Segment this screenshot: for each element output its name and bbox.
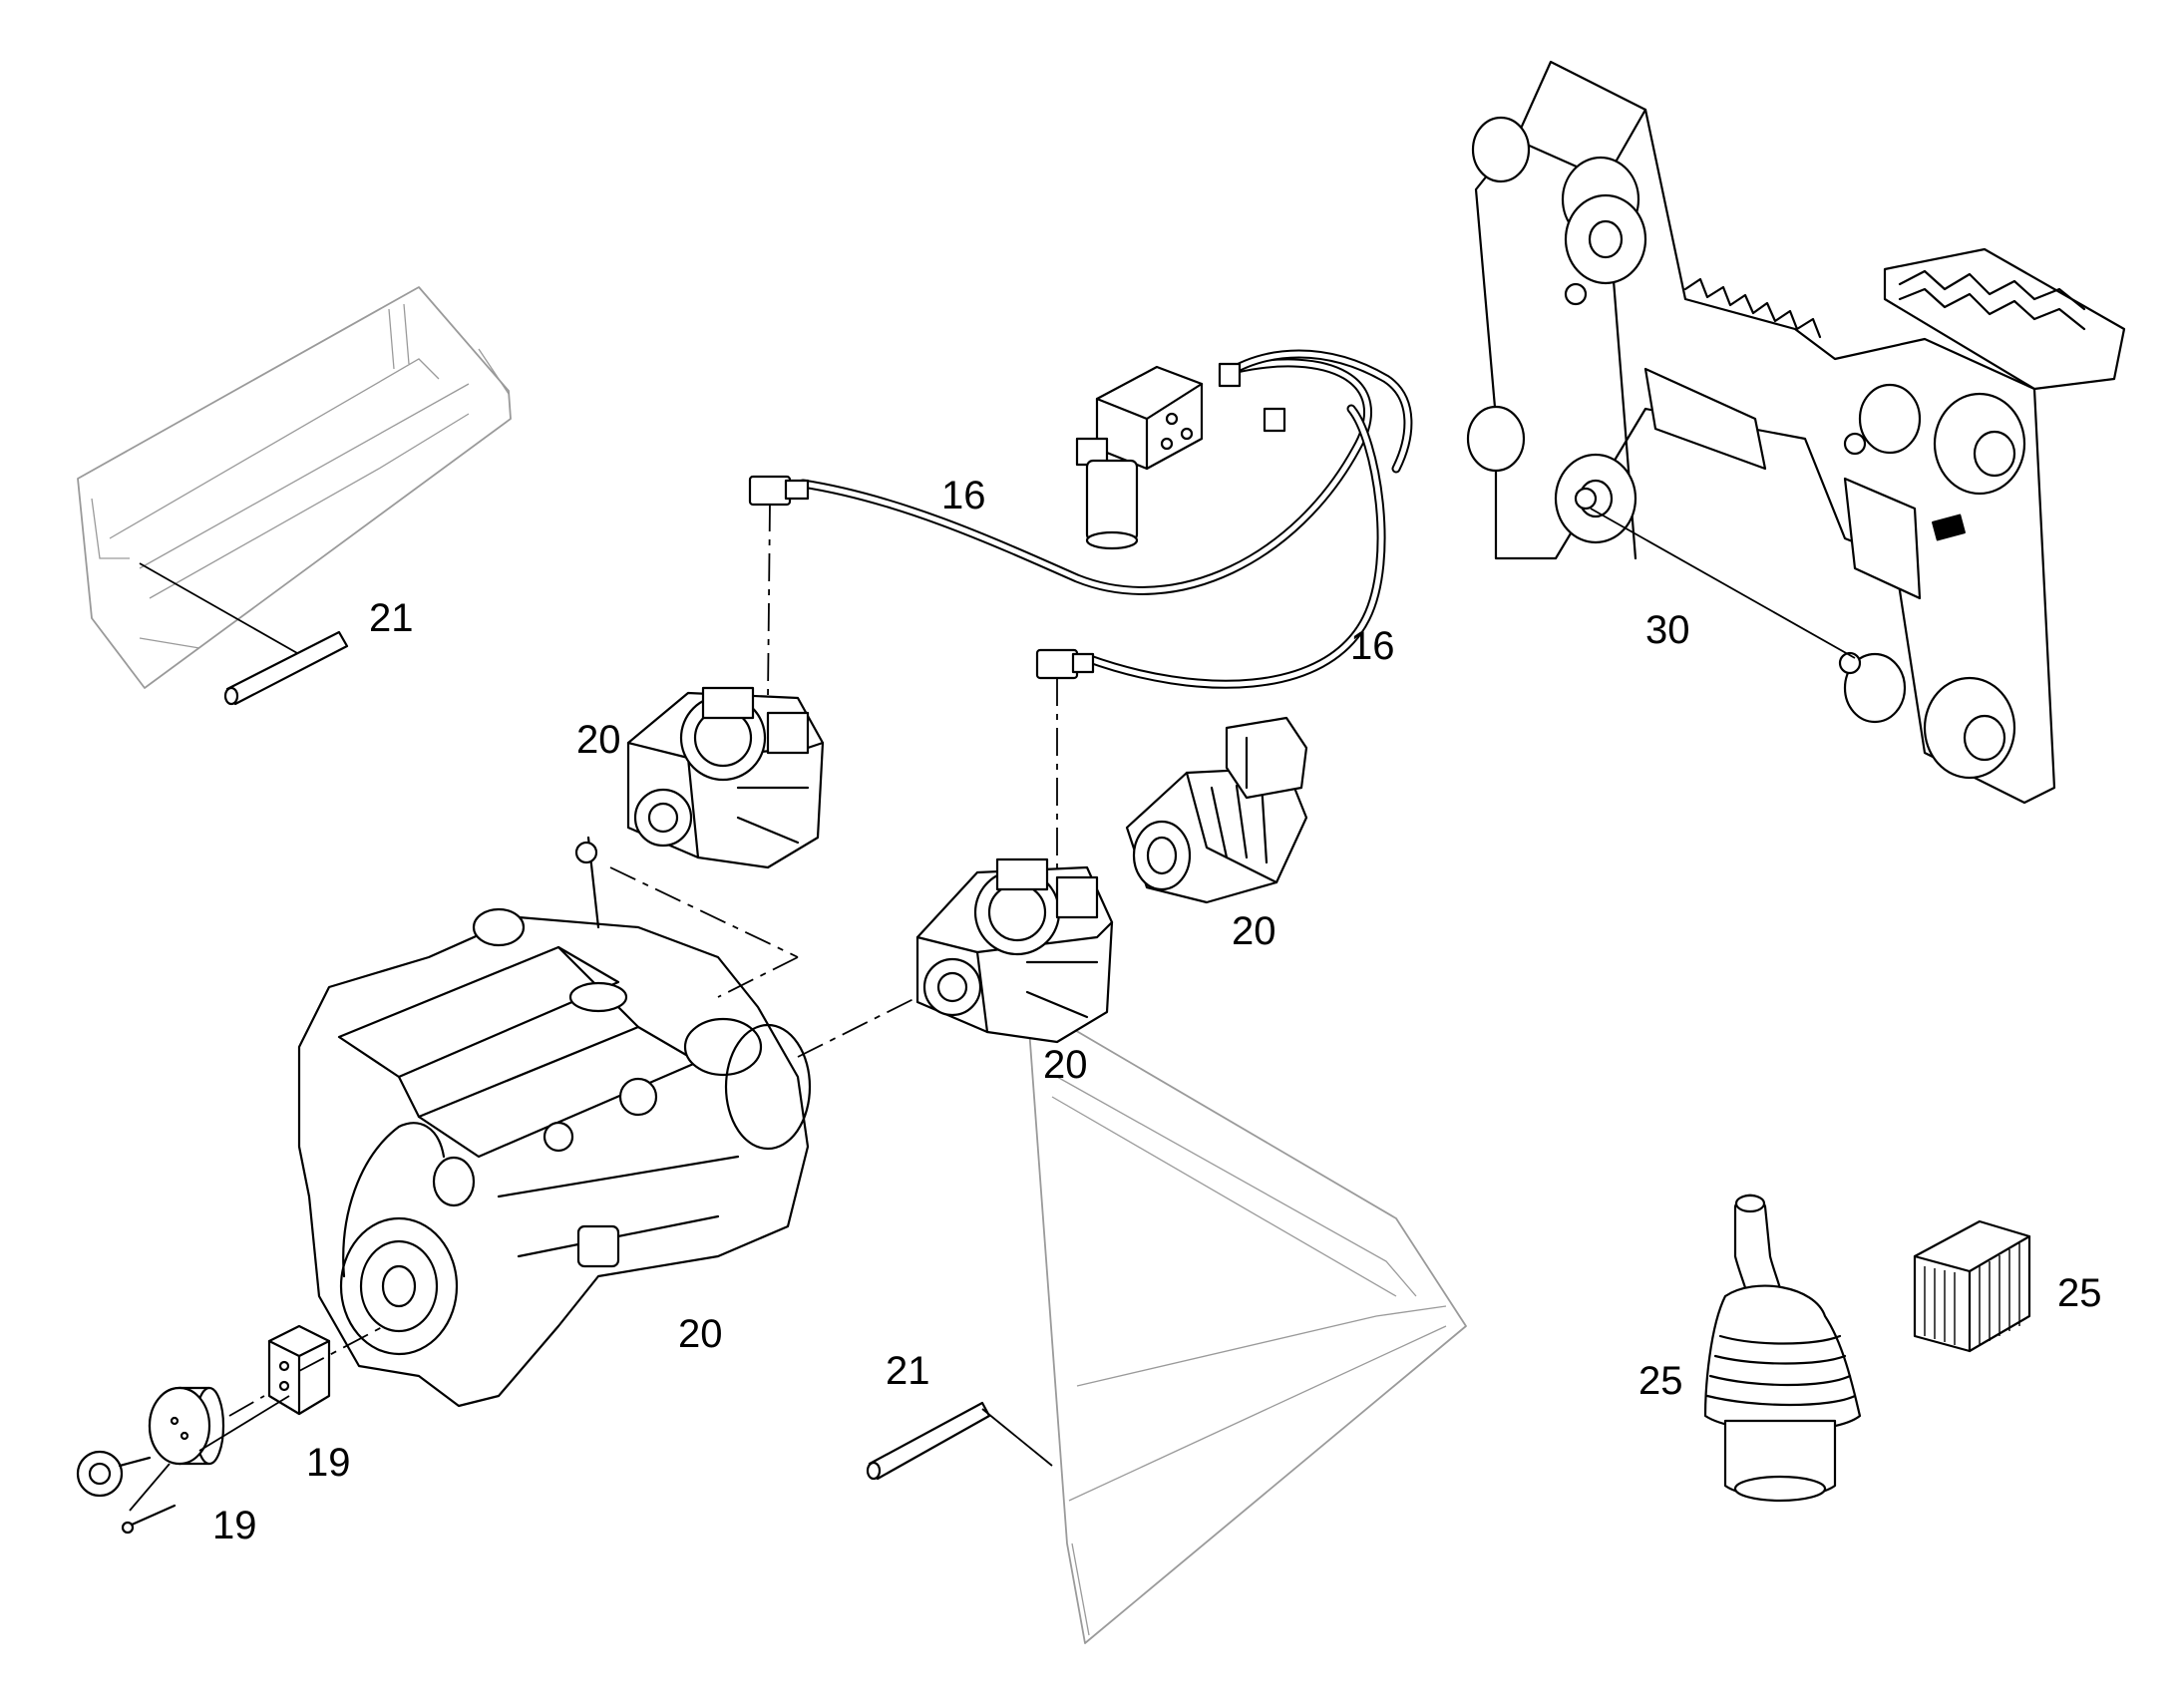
side-panel-left [77, 286, 512, 689]
callout-carriage: 30 [1645, 608, 1690, 652]
pin-left [139, 562, 349, 706]
callout-valve-block: 25 [2057, 1271, 2102, 1315]
callout-hose-upper: 16 [941, 474, 986, 517]
side-panel-bottom [1026, 1001, 1467, 1644]
callout-pin-left: 21 [369, 596, 414, 640]
flange-plate [148, 1386, 225, 1466]
hydraulic-motor [1125, 716, 1308, 904]
callout-flange-block: 19 [306, 1441, 351, 1485]
flange-bolt [121, 1504, 177, 1535]
engine-assembly [297, 836, 812, 1408]
pump-right [915, 857, 1114, 1044]
callout-motor: 20 [1232, 909, 1276, 953]
assembly-lines [228, 503, 1058, 1417]
callout-pin-bottom: 21 [886, 1349, 930, 1393]
hose-assembly [748, 349, 1413, 689]
pin-bottom [866, 1401, 1053, 1481]
pump-upper [626, 686, 825, 869]
valve-block [1913, 1219, 2031, 1353]
callout-engine: 20 [678, 1312, 723, 1356]
callout-hose-lower: 16 [1350, 624, 1395, 668]
joystick [1703, 1194, 1862, 1503]
carriage-frame [1466, 60, 2126, 805]
callout-pump-upper: 20 [576, 718, 621, 762]
callout-pump-right: 20 [1043, 1043, 1088, 1087]
flange-nut [76, 1450, 152, 1498]
callout-flange-plate: 19 [212, 1504, 257, 1547]
callout-joystick: 25 [1638, 1359, 1683, 1403]
